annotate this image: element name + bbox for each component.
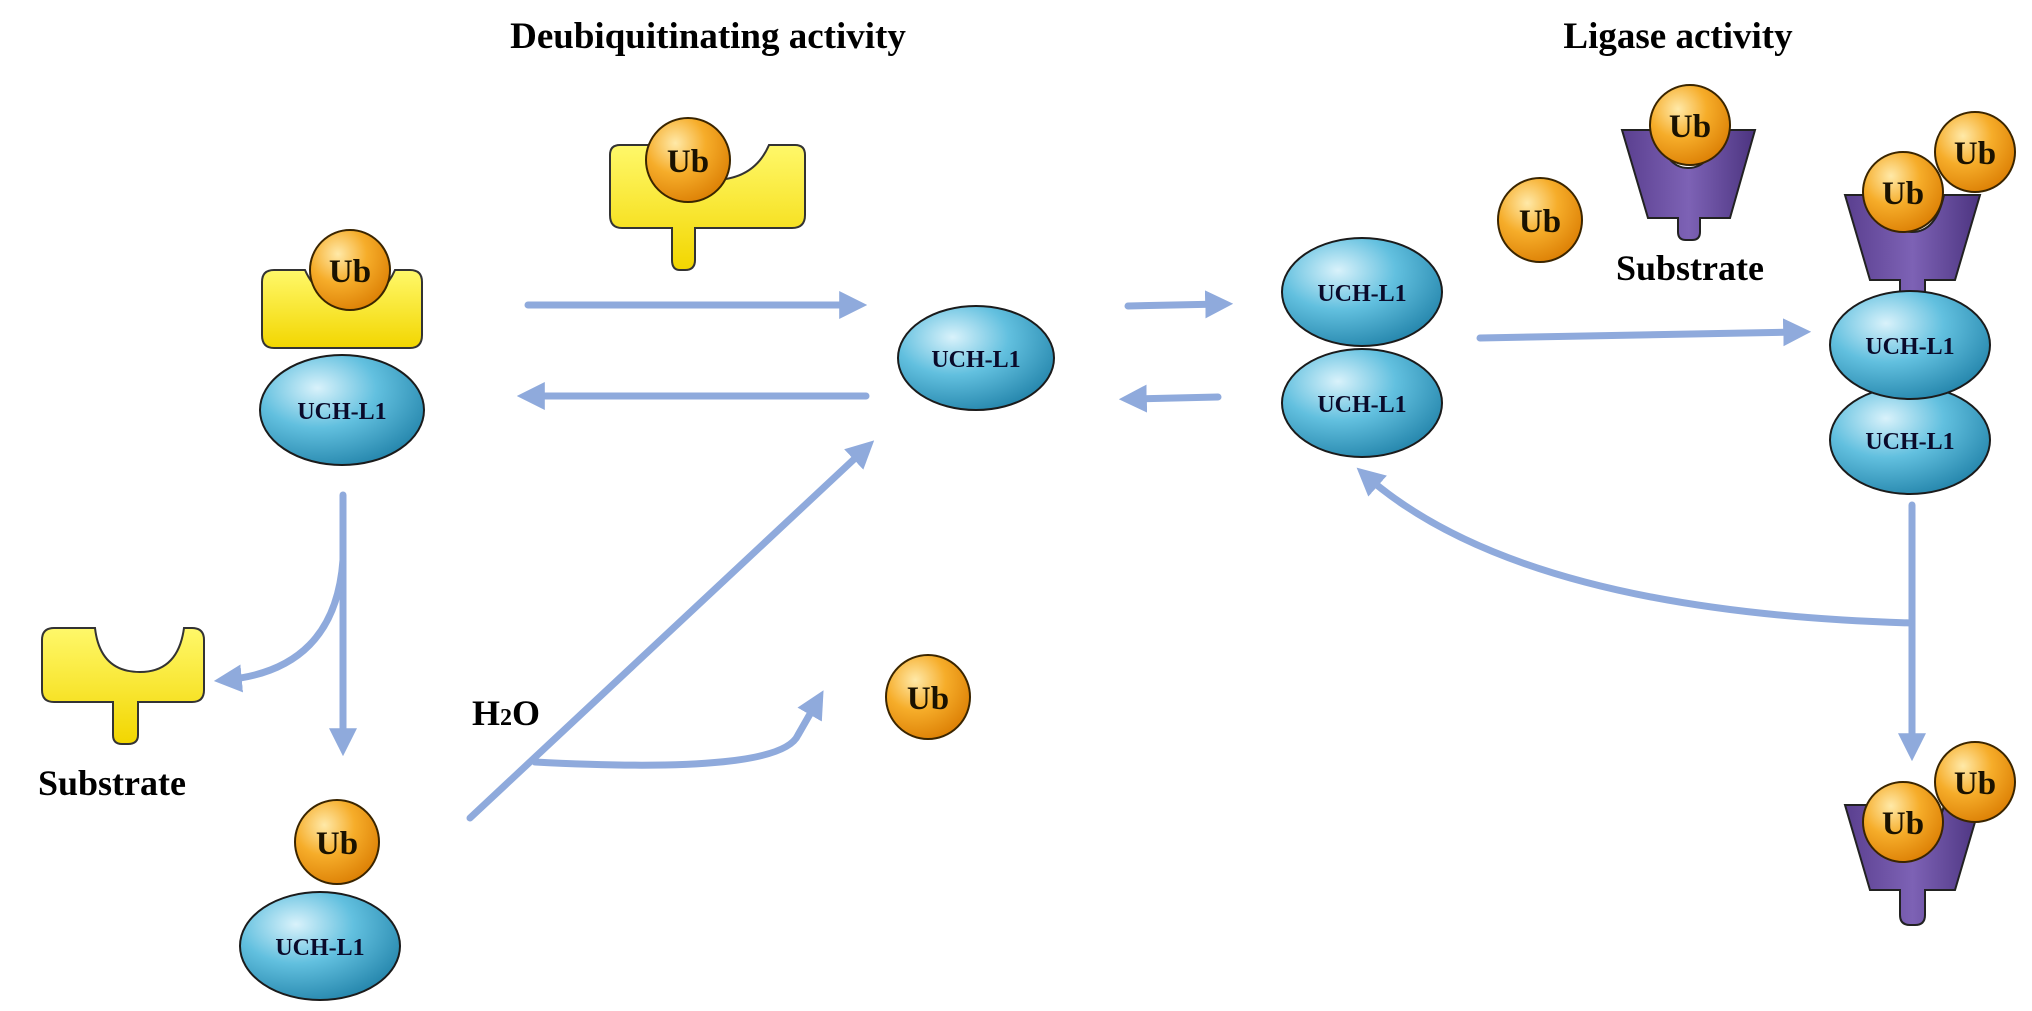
- purple-substrate-shape: [1620, 129, 1757, 241]
- ub-ball: [1862, 781, 1944, 863]
- uchl1-label: UCH-L1: [1317, 281, 1406, 307]
- ub-label: Ub: [316, 826, 358, 862]
- ub-substrate-complex-top: Ub: [609, 117, 806, 271]
- ub-label: Ub: [329, 254, 371, 290]
- ub-ball: [1649, 84, 1731, 166]
- yellow-substrate-released: Substrate: [38, 627, 205, 803]
- substrate-label-left: Substrate: [38, 763, 186, 803]
- ub-label: Ub: [1954, 136, 1996, 172]
- uchl1-label: UCH-L1: [1317, 392, 1406, 418]
- title-ligase: Ligase activity: [1563, 16, 1793, 57]
- uchl1-ub-intermediate: UCH-L1 Ub: [239, 799, 401, 1001]
- uchl1-label: UCH-L1: [275, 935, 364, 961]
- arrow-to-ligase-complex: [1476, 318, 1812, 347]
- ub-label: Ub: [1669, 109, 1711, 145]
- ub-label: Ub: [907, 681, 949, 717]
- ub-ball: [294, 799, 380, 885]
- ub-ball: [1862, 151, 1944, 233]
- ub-ball: [645, 117, 731, 203]
- uchl1-free-center: UCH-L1: [897, 305, 1055, 411]
- uchl1-enzyme: [259, 354, 425, 466]
- uchl1-enzyme: [897, 305, 1055, 411]
- uchl1-enzyme: [239, 891, 401, 1001]
- arrow-to-dimer: [1124, 290, 1234, 319]
- ub-label: Ub: [1882, 806, 1924, 842]
- uchl1-label: UCH-L1: [931, 347, 1020, 373]
- yellow-substrate-shape: [41, 627, 205, 745]
- substrate-label-right: Substrate: [1616, 248, 1764, 288]
- uchl1-label: UCH-L1: [1865, 429, 1954, 455]
- water-label: H2O: [472, 693, 540, 733]
- arrow-from-dimer: [1118, 384, 1222, 413]
- uchl1-label: UCH-L1: [297, 399, 386, 425]
- ub-ball: [1934, 741, 2016, 823]
- arrow-hydrolysis: [466, 440, 875, 822]
- ub-ball: [885, 654, 971, 740]
- uchl1-dimer: UCH-L1 UCH-L1: [1281, 237, 1443, 458]
- uchl1-dimer-substrate-complex: UCH-L1 UCH-L1 Ub Ub: [1829, 111, 2016, 495]
- ub-label: Ub: [1519, 204, 1561, 240]
- ub-free-bottom: Ub: [885, 654, 971, 740]
- arrow-release-substrate: [213, 556, 347, 693]
- ub-label: Ub: [667, 144, 709, 180]
- uchl1-enzyme: [1281, 237, 1443, 347]
- ub-label: Ub: [1954, 766, 1996, 802]
- ub-ball: [1497, 177, 1583, 263]
- purple-substrate-with-ub: Ub Substrate: [1616, 84, 1764, 288]
- title-deubiquitinating: Deubiquitinating activity: [510, 16, 906, 57]
- purple-substrate-di-ub: Ub Ub: [1843, 741, 2016, 926]
- ub-ball: [1934, 111, 2016, 193]
- arrow-return-dimer: [1356, 467, 1916, 627]
- arrow-release-ub: [531, 690, 824, 769]
- ub-label: Ub: [1882, 176, 1924, 212]
- uchl1-enzyme: [1829, 290, 1991, 400]
- ub-free-top-right: Ub: [1497, 177, 1583, 263]
- uchl1-enzyme: [1281, 348, 1443, 458]
- ub-ball: [309, 229, 391, 311]
- uchl1-ub-substrate-complex: UCH-L1 Ub: [259, 229, 425, 466]
- uchl1-label: UCH-L1: [1865, 334, 1954, 360]
